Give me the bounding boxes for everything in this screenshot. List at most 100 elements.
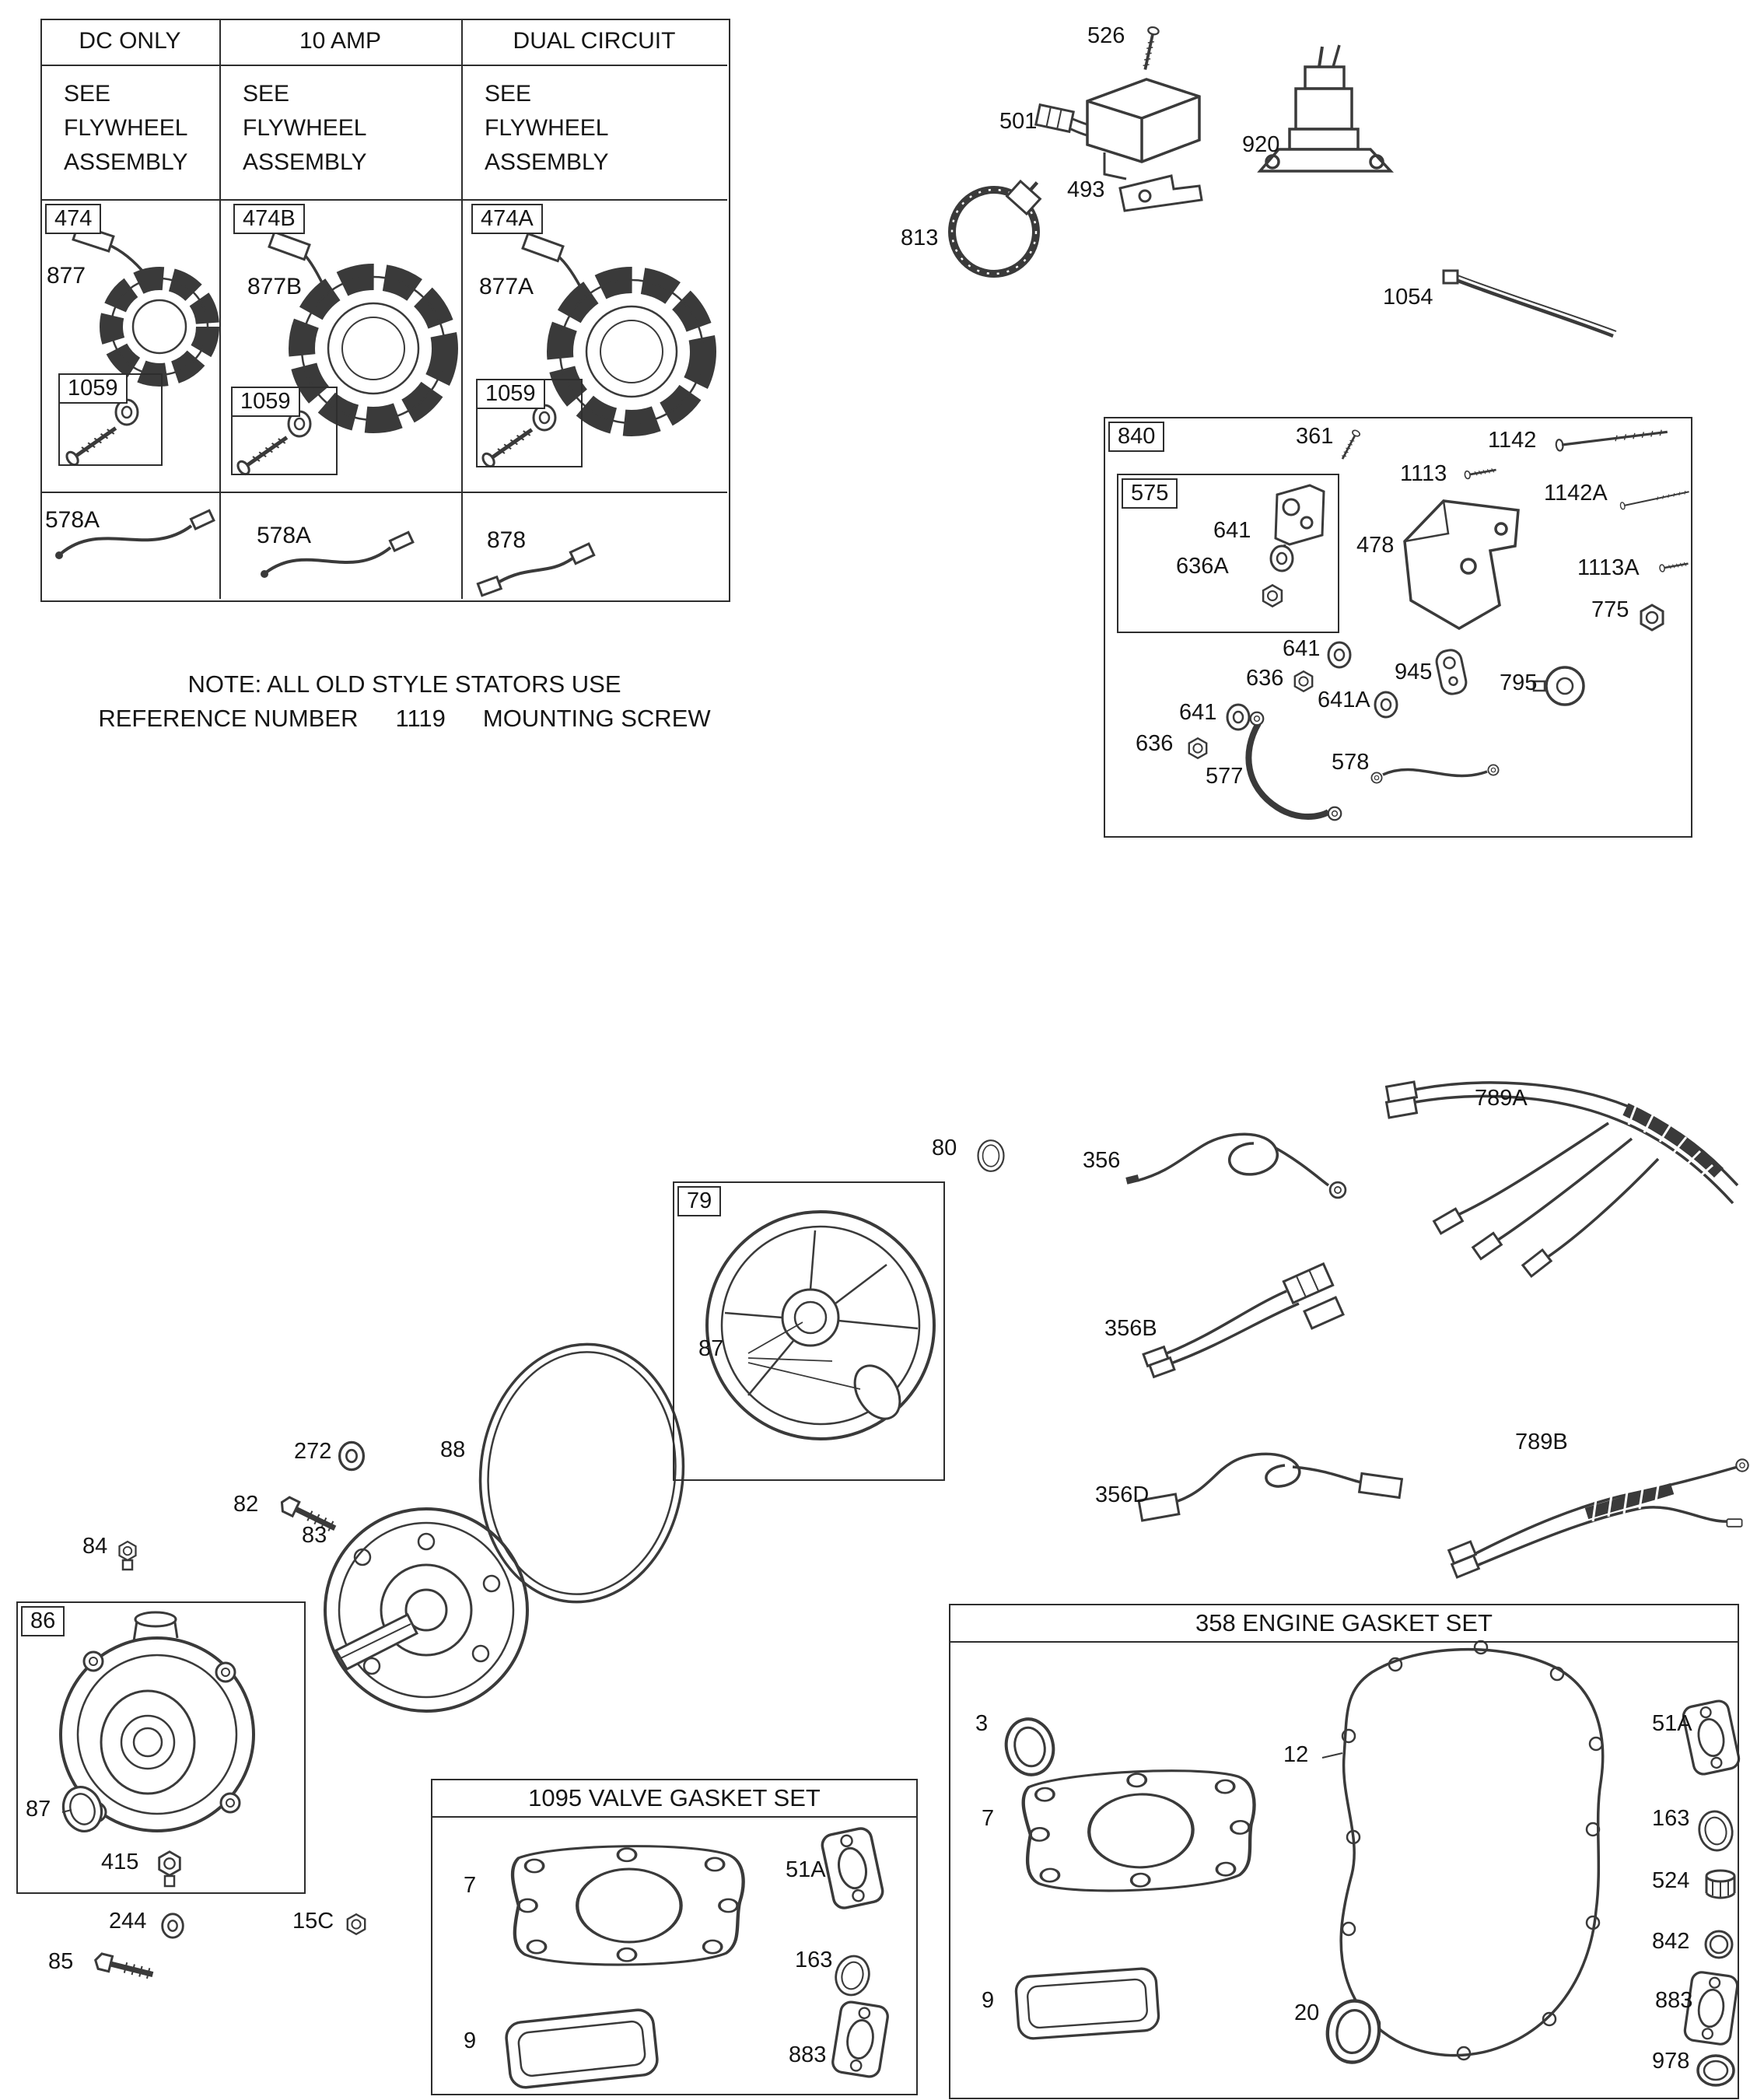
- table-divider: [40, 199, 727, 201]
- wire-578-drawing: [1370, 764, 1500, 784]
- column-header-dual-circuit: DUAL CIRCUIT: [513, 28, 676, 54]
- part-label-1142: 1142: [1488, 428, 1537, 453]
- valve-gasket-set-title: 1095 VALVE GASKET SET: [432, 1780, 916, 1818]
- part-label-636: 636: [1136, 731, 1174, 756]
- seal-842-drawing: [1704, 1930, 1734, 1959]
- seal-80-drawing: [977, 1139, 1005, 1172]
- part-label-813: 813: [901, 226, 939, 250]
- wire-356-drawing: [1125, 1132, 1330, 1187]
- switch-795-drawing: [1532, 666, 1585, 706]
- part-label-1113A: 1113A: [1577, 555, 1640, 580]
- part-label-501: 501: [999, 109, 1038, 134]
- part-label-80: 80: [932, 1136, 957, 1160]
- ref-box-1059: 1059: [58, 373, 128, 404]
- part-label-87: 87: [698, 1336, 724, 1361]
- group-box-840: 840: [1104, 417, 1692, 838]
- part-label-356D: 356D: [1095, 1482, 1150, 1507]
- wire-356D-drawing: [1137, 1452, 1404, 1522]
- part-label-244: 244: [109, 1909, 147, 1934]
- starter-solenoid-920-drawing: [1257, 44, 1395, 173]
- column-header-10-amp: 10 AMP: [299, 28, 382, 54]
- part-label-877: 877: [47, 263, 86, 289]
- part-label-87: 87: [26, 1797, 51, 1822]
- see-flywheel-text: SEE: [485, 81, 532, 107]
- part-label-524: 524: [1652, 1868, 1690, 1893]
- screw-box-1059-dual: 1059: [476, 379, 583, 467]
- note-line1: NOTE: ALL OLD STYLE STATORS USE: [187, 670, 621, 698]
- part-label-85: 85: [48, 1949, 74, 1974]
- group-label-575: 575: [1122, 478, 1178, 509]
- stator-877A-drawing: [521, 232, 716, 436]
- see-flywheel-text: SEE: [64, 81, 111, 107]
- ref-box-474B: 474B: [233, 204, 305, 234]
- nut-15C-drawing: [346, 1913, 366, 1936]
- wire-356B-drawing: [1142, 1262, 1345, 1379]
- gasket-88-drawing: [478, 1342, 685, 1604]
- bolt-85-drawing: [93, 1952, 155, 1982]
- ref-box-1059: 1059: [476, 379, 545, 409]
- part-label-1113: 1113: [1400, 461, 1447, 486]
- part-label-9: 9: [464, 2028, 477, 2053]
- part-label-82: 82: [233, 1492, 259, 1517]
- part-label-272: 272: [294, 1439, 332, 1464]
- ref-box-1059: 1059: [231, 387, 300, 417]
- see-flywheel-text: FLYWHEEL: [243, 115, 367, 141]
- part-label-578A: 578A: [45, 507, 100, 533]
- washer-244-drawing: [161, 1913, 184, 1939]
- part-label-493: 493: [1067, 177, 1105, 202]
- part-label-356: 356: [1083, 1148, 1121, 1173]
- part-label-578A: 578A: [257, 523, 312, 548]
- note-line2-suffix: MOUNTING SCREW: [482, 705, 711, 732]
- ref-box-474: 474: [45, 204, 102, 234]
- plug-84-drawing: [118, 1540, 137, 1571]
- part-label-478: 478: [1356, 533, 1395, 558]
- part-label-920: 920: [1242, 132, 1280, 157]
- group-label-79: 79: [677, 1186, 722, 1216]
- part-label-7: 7: [464, 1873, 477, 1898]
- plug-415-drawing: [158, 1850, 181, 1888]
- part-label-636: 636: [1246, 666, 1284, 691]
- flywheel-83-drawing: [324, 1507, 529, 1713]
- column-header-dc-only: DC ONLY: [79, 28, 181, 54]
- part-label-12: 12: [1283, 1742, 1309, 1767]
- part-label-789A: 789A: [1475, 1086, 1528, 1111]
- group-box-575: 575: [1117, 474, 1339, 633]
- part-label-883: 883: [1655, 1988, 1693, 2013]
- see-flywheel-text: FLYWHEEL: [64, 115, 188, 141]
- cable-tie-1054-drawing: [1442, 269, 1617, 338]
- stop-wire-578A-10amp-drawing: [261, 530, 415, 578]
- part-label-3: 3: [975, 1711, 989, 1736]
- part-label-9: 9: [982, 1988, 995, 2013]
- group-box-79: 79: [673, 1181, 945, 1481]
- washer-272-drawing: [338, 1440, 366, 1472]
- plug-524-drawing: [1705, 1869, 1736, 1899]
- note-line2-prefix: REFERENCE NUMBER: [98, 705, 359, 732]
- part-label-84: 84: [82, 1534, 108, 1559]
- part-label-978: 978: [1652, 2049, 1690, 2074]
- part-label-163: 163: [795, 1948, 833, 1972]
- part-label-795: 795: [1500, 670, 1538, 695]
- part-label-945: 945: [1395, 660, 1433, 684]
- see-flywheel-text: ASSEMBLY: [64, 149, 188, 175]
- engine-gasket-set-box: 358 ENGINE GASKET SET: [949, 1604, 1739, 2099]
- hose-clamp-813-drawing: [948, 179, 1042, 278]
- stator-877B-drawing: [268, 230, 458, 433]
- crankcase-gasket-12-drawing: [1321, 1640, 1605, 2061]
- see-flywheel-text: SEE: [243, 81, 290, 107]
- part-label-577: 577: [1206, 764, 1244, 789]
- part-label-641A: 641A: [1318, 688, 1370, 712]
- part-label-20: 20: [1294, 2000, 1320, 2025]
- blower-housing-79-drawing: [705, 1210, 936, 1440]
- stator-table: [40, 19, 730, 602]
- part-label-789B: 789B: [1515, 1430, 1568, 1454]
- wiring-harness-789B-drawing: [1471, 1465, 1738, 1568]
- ref-box-474A: 474A: [471, 204, 543, 234]
- part-label-641: 641: [1179, 700, 1217, 725]
- part-label-356B: 356B: [1104, 1316, 1157, 1341]
- part-label-1054: 1054: [1383, 285, 1433, 310]
- note-line2: REFERENCE NUMBER 1119 MOUNTING SCREW: [93, 705, 716, 733]
- table-divider: [461, 19, 463, 599]
- stop-wire-578A-dc-drawing: [55, 509, 215, 559]
- valve-gasket-set-box: 1095 VALVE GASKET SET: [431, 1779, 918, 2095]
